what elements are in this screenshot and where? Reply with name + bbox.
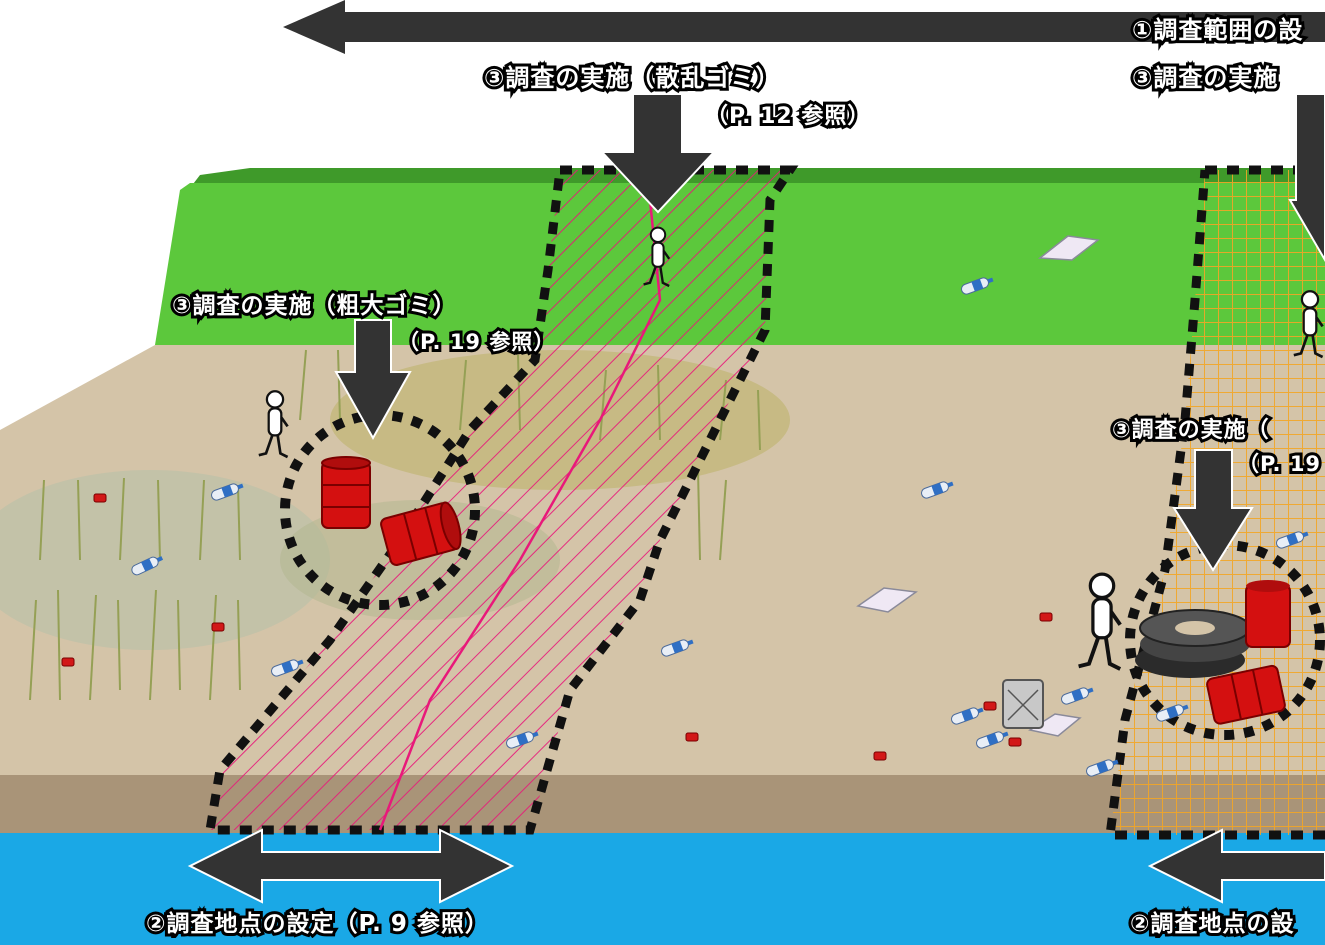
site-setting-label-left: ②調査地点の設定（P. 9 参照） [146, 904, 489, 938]
range-label: ①調査範囲の設 [1132, 10, 1303, 45]
tire-stack [1135, 610, 1250, 678]
drum-upright [322, 457, 370, 528]
jerry-can [1003, 680, 1043, 728]
bulky-survey-ref: （P. 19 参照） [398, 326, 555, 356]
site-setting-label-right: ②調査地点の設 [1130, 904, 1294, 938]
scatter-survey-title-right: ③調査の実施 [1132, 58, 1278, 93]
bulky-survey-ref-right: （P. 19 [1238, 448, 1321, 478]
bulky-survey-title-right: ③調査の実施（ [1112, 412, 1270, 444]
scatter-survey-ref: （P. 12 参照） [706, 98, 870, 130]
scatter-survey-title: ③調査の実施（散乱ゴミ） [484, 58, 780, 93]
bulky-survey-title: ③調査の実施（粗大ゴミ） [172, 286, 456, 320]
